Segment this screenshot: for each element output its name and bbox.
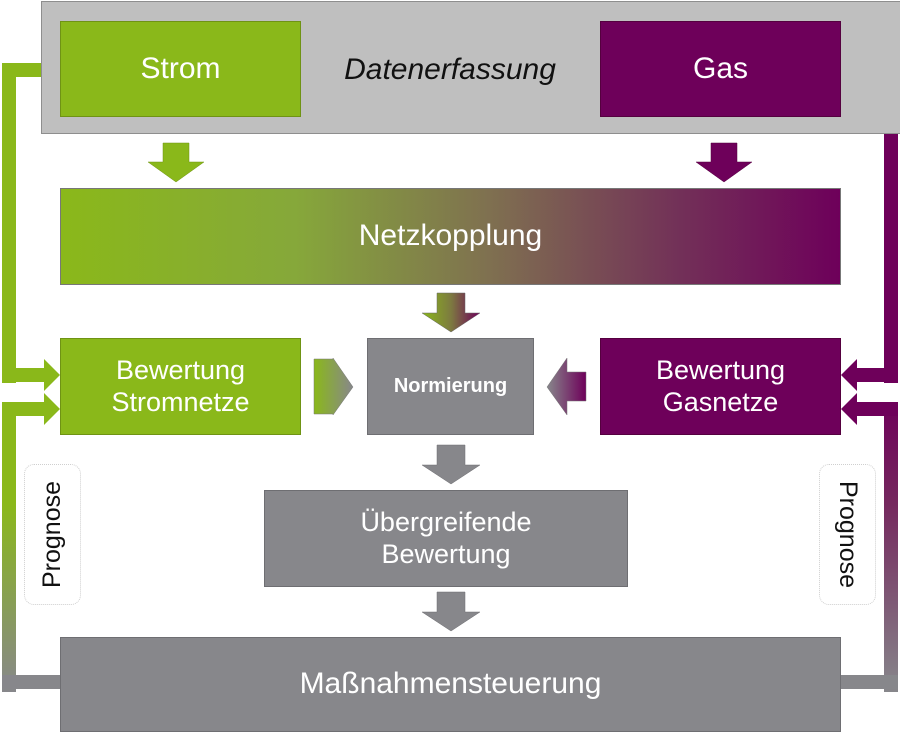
connector-strom-bottom (2, 368, 46, 382)
arrow-gas-to-normierung (546, 357, 587, 416)
prognose-left-text: Prognose (38, 480, 66, 589)
connector-feedback-left-vertical (2, 402, 16, 692)
node-massnahmensteuerung[interactable]: Maßnahmensteuerung (60, 637, 841, 732)
node-bewertung-stromnetze-line2: Stromnetze (111, 386, 250, 417)
node-uebergreifende-line2: Bewertung (381, 538, 511, 569)
node-uebergreifende-bewertung[interactable]: Übergreifende Bewertung (264, 490, 628, 587)
arrowhead-feedback-left (44, 393, 60, 425)
arrow-strom-down (147, 142, 205, 183)
connector-feedback-right-bottom (841, 675, 898, 689)
arrow-normierung-down (421, 444, 481, 485)
node-uebergreifende-line1: Übergreifende (360, 507, 532, 538)
node-strom[interactable]: Strom (60, 21, 301, 117)
connector-feedback-left-bottom (2, 675, 60, 689)
node-gas-label: Gas (692, 51, 749, 85)
arrowhead-strom-bewertung (44, 359, 60, 391)
node-bewertung-stromnetze[interactable]: Bewertung Stromnetze (60, 338, 301, 435)
arrowhead-gas-bewertung (841, 359, 857, 391)
node-normierung[interactable]: Normierung (367, 338, 534, 435)
prognose-right-text: Prognose (834, 480, 862, 589)
connector-feedback-right-top (855, 402, 898, 416)
connector-gas-bottom (855, 368, 898, 382)
node-netzkopplung-label: Netzkopplung (358, 219, 543, 253)
arrow-netzkopplung-down (421, 292, 481, 333)
node-netzkopplung[interactable]: Netzkopplung (60, 188, 841, 285)
arrow-gas-down (695, 142, 753, 183)
node-bewertung-stromnetze-line1: Bewertung (115, 355, 246, 386)
prognose-label-right: Prognose (819, 464, 876, 605)
datenerfassung-label: Datenerfassung (344, 53, 556, 86)
node-gas[interactable]: Gas (600, 21, 841, 117)
connector-strom-vertical (2, 63, 16, 383)
node-bewertung-gasnetze-line1: Bewertung (655, 355, 786, 386)
connector-feedback-left-top (2, 402, 46, 416)
node-massnahmensteuerung-label: Maßnahmensteuerung (299, 667, 602, 701)
node-normierung-label: Normierung (393, 375, 508, 397)
connector-feedback-right-vertical (884, 402, 898, 692)
connector-gas-vertical (884, 63, 898, 383)
node-bewertung-gasnetze[interactable]: Bewertung Gasnetze (600, 338, 841, 435)
arrow-uebergreifend-down (421, 591, 481, 632)
node-bewertung-gasnetze-line2: Gasnetze (662, 386, 779, 417)
prognose-label-left: Prognose (24, 464, 81, 605)
arrow-strom-to-normierung (313, 357, 354, 416)
arrowhead-feedback-right (841, 393, 857, 425)
node-strom-label: Strom (140, 51, 221, 85)
